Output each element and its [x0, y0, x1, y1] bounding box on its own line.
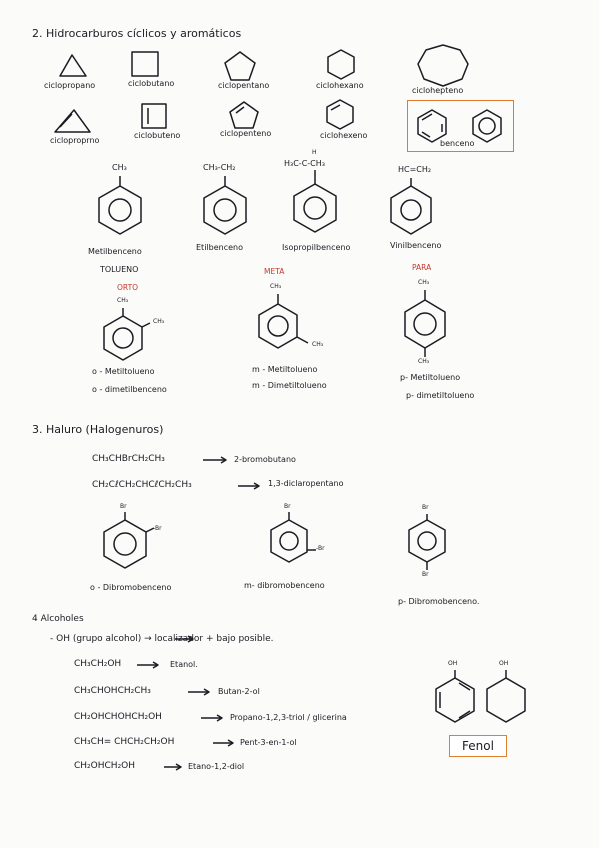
alcohol-name-1: Etanol.	[170, 660, 198, 669]
alcohol-name-5: Etano-1,2-diol	[188, 762, 245, 771]
o-dibromo-br-side: -Br	[153, 525, 162, 532]
m-dibromo-br-top: Br	[284, 503, 291, 510]
haluro-formula-2: CH₂CℓCH₂CHCℓCH₂CH₃	[92, 480, 192, 490]
benzene-kekule-shape	[417, 109, 447, 143]
vinylbenzene-ring-shape	[390, 185, 432, 235]
label-m-metiltolueno: m - Metiltolueno	[252, 365, 318, 374]
label-o-metiltolueno: o - Metiltolueno	[92, 367, 155, 376]
cyclopropene-shape	[54, 109, 91, 133]
para-ring-shape	[404, 299, 446, 349]
cyclopentane-shape	[224, 51, 256, 81]
alcohol-name-4: Pent-3-en-1-ol	[240, 738, 297, 747]
label-ciclopenteno: ciclopenteno	[220, 129, 272, 138]
ortho-ring-shape	[103, 315, 143, 361]
label-ciclobutano: ciclobutano	[128, 79, 175, 88]
label-ciclopropano: ciclopropano	[44, 81, 96, 90]
orto-ch3-side: CH₃	[153, 318, 165, 325]
label-o-dimetilbenceno: o - dimetilbenceno	[92, 385, 167, 394]
orto-ch3-top: CH₃	[117, 297, 129, 304]
meta-ch3-side: CH₃	[312, 341, 324, 348]
alcohol-formula-4: CH₃CH= CHCH₂CH₂OH	[74, 737, 175, 747]
alcohol-name-3: Propano-1,2,3-triol / glicerina	[230, 713, 347, 722]
alcohol-formula-2: CH₃CHOHCH₂CH₃	[74, 686, 151, 696]
label-m-dibromobenceno: m- dibromobenceno	[244, 581, 325, 590]
benceno-box	[407, 100, 514, 152]
cyclobutane-shape	[131, 51, 159, 77]
label-o-dibromobenceno: o - Dibromobenceno	[90, 583, 172, 592]
label-vinilbenceno: Vinilbenceno	[390, 241, 442, 250]
label-ciclohexeno: ciclohexeno	[320, 131, 368, 140]
phenol-oh-1: OH	[448, 660, 458, 667]
para-ch3-bottom: CH₃	[418, 358, 430, 365]
label-ciclopentano: ciclopentano	[218, 81, 270, 90]
label-m-dimetiltolueno: m - Dimetiltolueno	[252, 381, 327, 390]
section-2-title: 2. Hidrocarburos cíclicos y aromáticos	[32, 27, 242, 40]
label-benceno: benceno	[440, 139, 475, 148]
haluro-name-2: 1,3-diclaropentano	[268, 479, 344, 488]
phenol-oh-2: OH	[499, 660, 509, 667]
phenol-kekule-shape	[435, 677, 475, 723]
sub-isopropyl-h: H	[312, 149, 317, 156]
isopropylbenzene-ring-shape	[293, 183, 337, 233]
label-para: PARA	[412, 263, 432, 272]
haluro-formula-1: CH₃CHBrCH₂CH₃	[92, 454, 165, 464]
p-dibromo-br-top: Br	[422, 504, 429, 511]
label-p-metiltolueno: p- Metiltolueno	[400, 373, 461, 382]
sub-vinyl: HC=CH₂	[398, 165, 432, 174]
cyclopentene-shape	[229, 101, 259, 129]
cyclobutene-shape	[141, 103, 167, 129]
label-p-dibromobenceno: p- Dibromobenceno.	[398, 597, 480, 606]
label-meta: META	[264, 267, 285, 276]
haluro-name-1: 2-bromobutano	[234, 455, 296, 464]
phenol-ring-shape	[486, 677, 526, 723]
benzene-ring-shape	[472, 109, 502, 143]
ortho-dibromo-ring-shape	[103, 519, 147, 569]
meta-dibromo-ring-shape	[270, 519, 308, 563]
label-tolueno: TOLUENO	[100, 265, 139, 274]
sub-ethyl: CH₃-CH₂	[203, 163, 236, 172]
ethylbenzene-ring-shape	[203, 185, 247, 235]
label-etilbenceno: Etilbenceno	[196, 243, 243, 252]
sub-isopropyl: H₃C-C-CH₃	[284, 159, 325, 168]
label-isopropilbenceno: Isopropilbenceno	[282, 243, 351, 252]
label-ciclohexano: ciclohexano	[316, 81, 364, 90]
cyclopropane-shape	[59, 54, 87, 77]
label-fenol: Fenol	[462, 739, 494, 753]
meta-ch3-top: CH₃	[270, 283, 282, 290]
label-orto: ORTO	[117, 283, 139, 292]
o-dibromo-br-top: Br	[120, 503, 127, 510]
label-metilbenceno: Metilbenceno	[88, 247, 142, 256]
alcohol-formula-3: CH₂OHCHOHCH₂OH	[74, 712, 162, 722]
m-dibromo-br-side: -Br	[316, 545, 325, 552]
label-p-dimetiltolueno: p- dimetiltolueno	[406, 391, 475, 400]
label-ciclohepteno: ciclohepteno	[412, 86, 464, 95]
alcohol-note: - OH (grupo alcohol) → localizador + baj…	[50, 634, 274, 644]
para-ch3-top: CH₃	[418, 279, 430, 286]
alcohol-name-2: Butan-2-ol	[218, 687, 260, 696]
section-3-title: 3. Haluro (Halogenuros)	[32, 423, 164, 436]
label-cicloproprno: cicloproprno	[50, 136, 100, 145]
section-4-title: 4 Alcoholes	[32, 614, 84, 624]
cyclohexene-shape	[326, 99, 354, 130]
fenol-box: Fenol	[449, 735, 507, 757]
p-dibromo-br-bottom: Br	[422, 571, 429, 578]
alcohol-formula-5: CH₂OHCH₂OH	[74, 761, 136, 771]
label-ciclobuteno: ciclobuteno	[134, 131, 181, 140]
para-dibromo-ring-shape	[408, 519, 446, 563]
sub-ch3: CH₃	[112, 163, 127, 172]
meta-ring-shape	[258, 303, 298, 349]
alcohol-formula-1: CH₃CH₂OH	[74, 659, 122, 669]
toluene-ring-shape	[98, 185, 142, 235]
cycloheptane-shape	[417, 44, 469, 87]
cyclohexane-shape	[327, 49, 355, 80]
